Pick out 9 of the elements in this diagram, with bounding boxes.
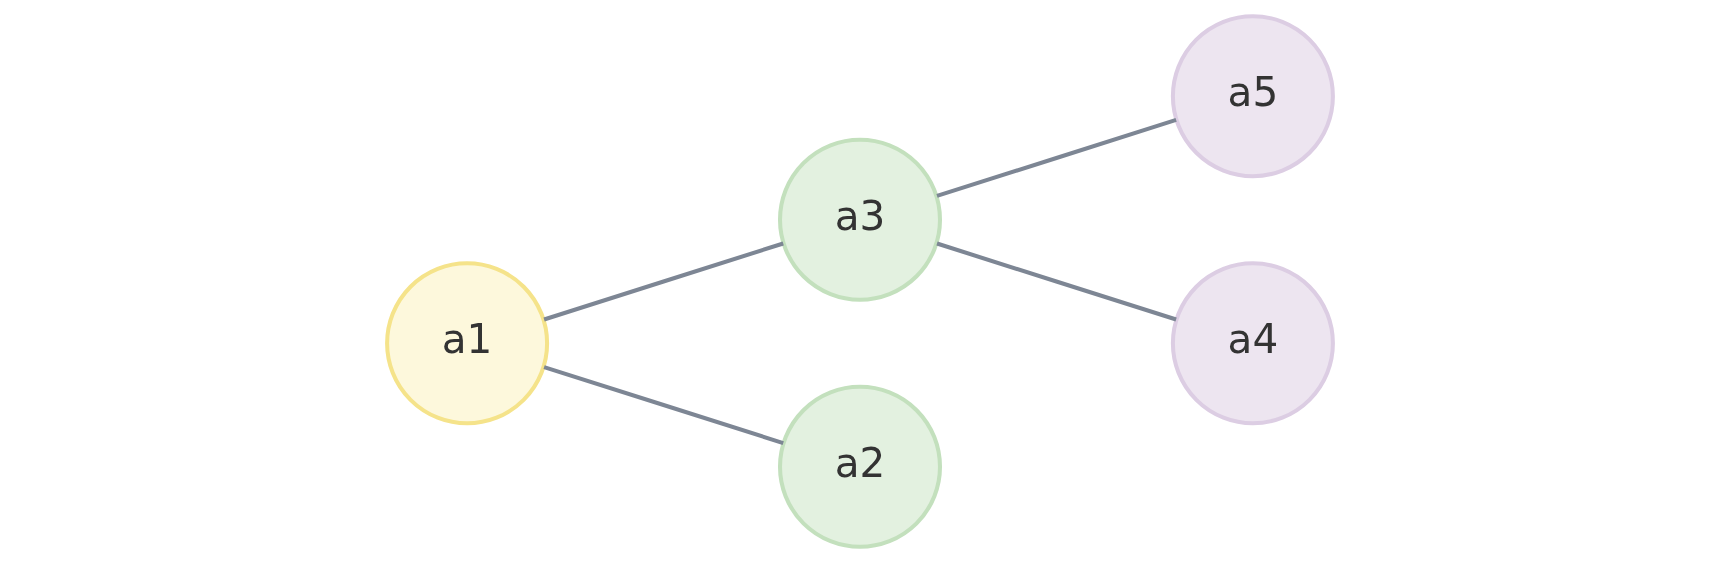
node-circle: a3 [777,137,942,302]
node-circle: a2 [777,384,942,549]
connector [935,118,1177,198]
node-circle: a5 [1170,14,1335,179]
connector [935,241,1177,322]
connector [543,241,784,322]
node-circle: a4 [1170,261,1335,426]
node-circle: a1 [384,261,549,426]
connector [543,365,784,445]
